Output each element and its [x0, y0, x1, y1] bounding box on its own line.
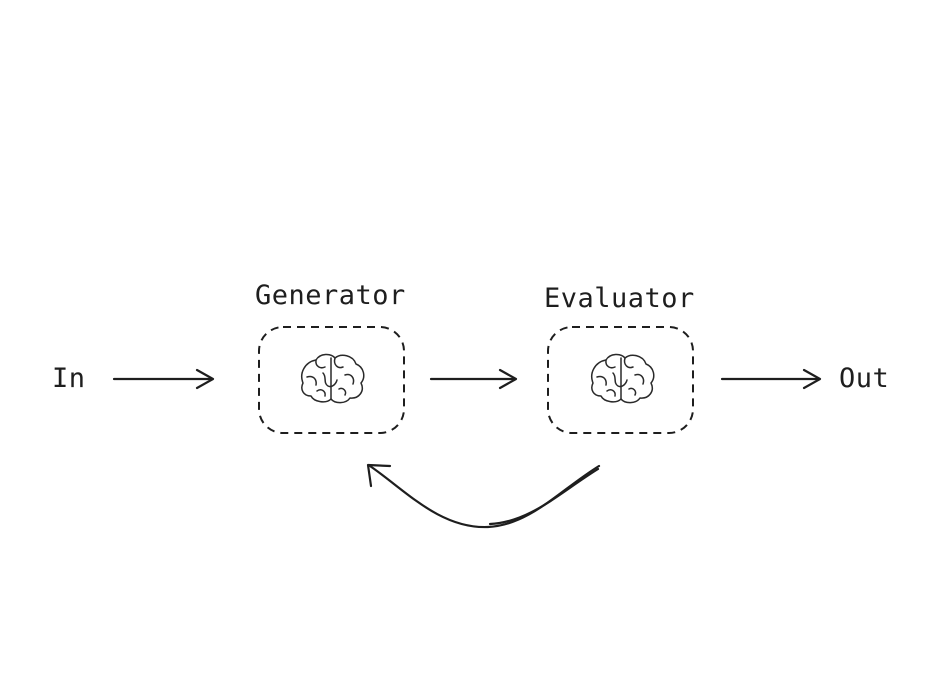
brain-icon — [591, 353, 655, 404]
input-label: In — [52, 363, 86, 394]
generator-title: Generator — [255, 280, 406, 311]
brain-icon — [301, 353, 365, 404]
evaluator-node: Evaluator — [544, 283, 695, 434]
evaluator-box — [547, 326, 694, 434]
generator-node: Generator — [255, 280, 406, 434]
arrow-evaluator-to-out — [720, 368, 822, 390]
generator-box — [258, 326, 405, 434]
feedback-arrow — [366, 463, 601, 529]
output-label: Out — [839, 363, 889, 394]
arrow-in-to-generator — [112, 368, 215, 390]
arrow-generator-to-evaluator — [429, 368, 518, 390]
evaluator-title: Evaluator — [544, 283, 695, 314]
